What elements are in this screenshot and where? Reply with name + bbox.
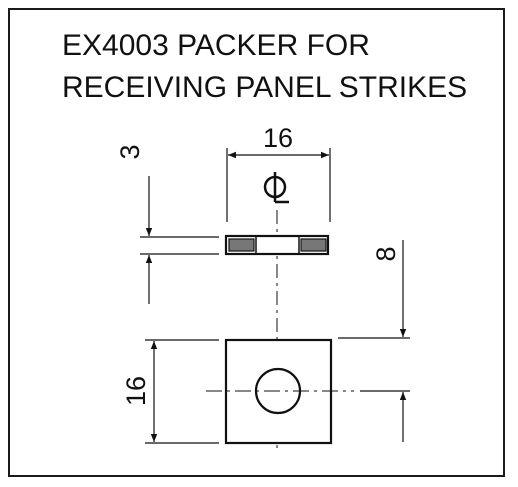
dim-label-square-height: 16 [121,376,151,406]
dim-label-thickness: 3 [115,144,145,159]
dimension-thickness: 3 [115,144,219,304]
packer-side-view [224,234,330,256]
centerline-symbol-icon [263,172,289,204]
dimension-top-width: 16 [226,123,331,222]
title-line-1: EX4003 PACKER FOR [62,29,370,62]
dimension-offset: 8 [338,240,410,442]
dim-label-offset: 8 [371,246,401,261]
title-line-2: RECEIVING PANEL STRIKES [62,71,468,104]
dim-label-top-width: 16 [263,123,293,153]
packer-front-view [206,338,354,445]
drawing-frame [8,8,505,477]
dimension-square-height: 16 [121,339,219,444]
